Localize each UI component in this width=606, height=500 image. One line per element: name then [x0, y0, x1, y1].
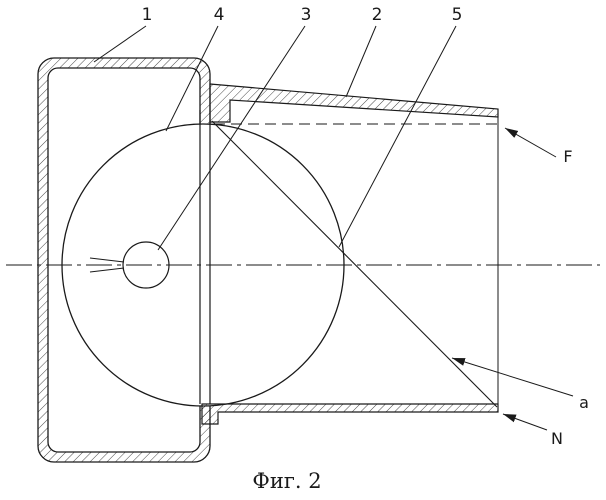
leader-line-3 — [157, 25, 306, 251]
callout-label-3: 3 — [301, 5, 312, 25]
arrow-angle — [451, 357, 574, 397]
leader-line-2 — [345, 25, 377, 98]
leader-line-5 — [338, 25, 457, 248]
light-source-lead-bottom — [89, 267, 125, 273]
figure-caption: Фиг. 2 — [252, 469, 321, 493]
label-focal: F — [563, 147, 572, 166]
leader-line-4 — [165, 25, 219, 132]
callout-label-5: 5 — [452, 5, 463, 25]
arrow-normal — [502, 413, 548, 431]
cone-bottom-wall — [201, 403, 499, 425]
housing-cross-section — [37, 57, 211, 463]
label-normal: N — [551, 429, 563, 448]
callout-label-2: 2 — [372, 5, 383, 25]
light-source-lead-top — [89, 257, 125, 263]
cone-top-wall — [209, 83, 499, 123]
leader-line-1 — [93, 25, 147, 63]
arrow-focal — [504, 127, 557, 158]
ray-line — [211, 120, 498, 408]
callout-label-1: 1 — [142, 5, 153, 25]
label-angle: a — [579, 393, 589, 412]
callout-label-4: 4 — [214, 5, 225, 25]
